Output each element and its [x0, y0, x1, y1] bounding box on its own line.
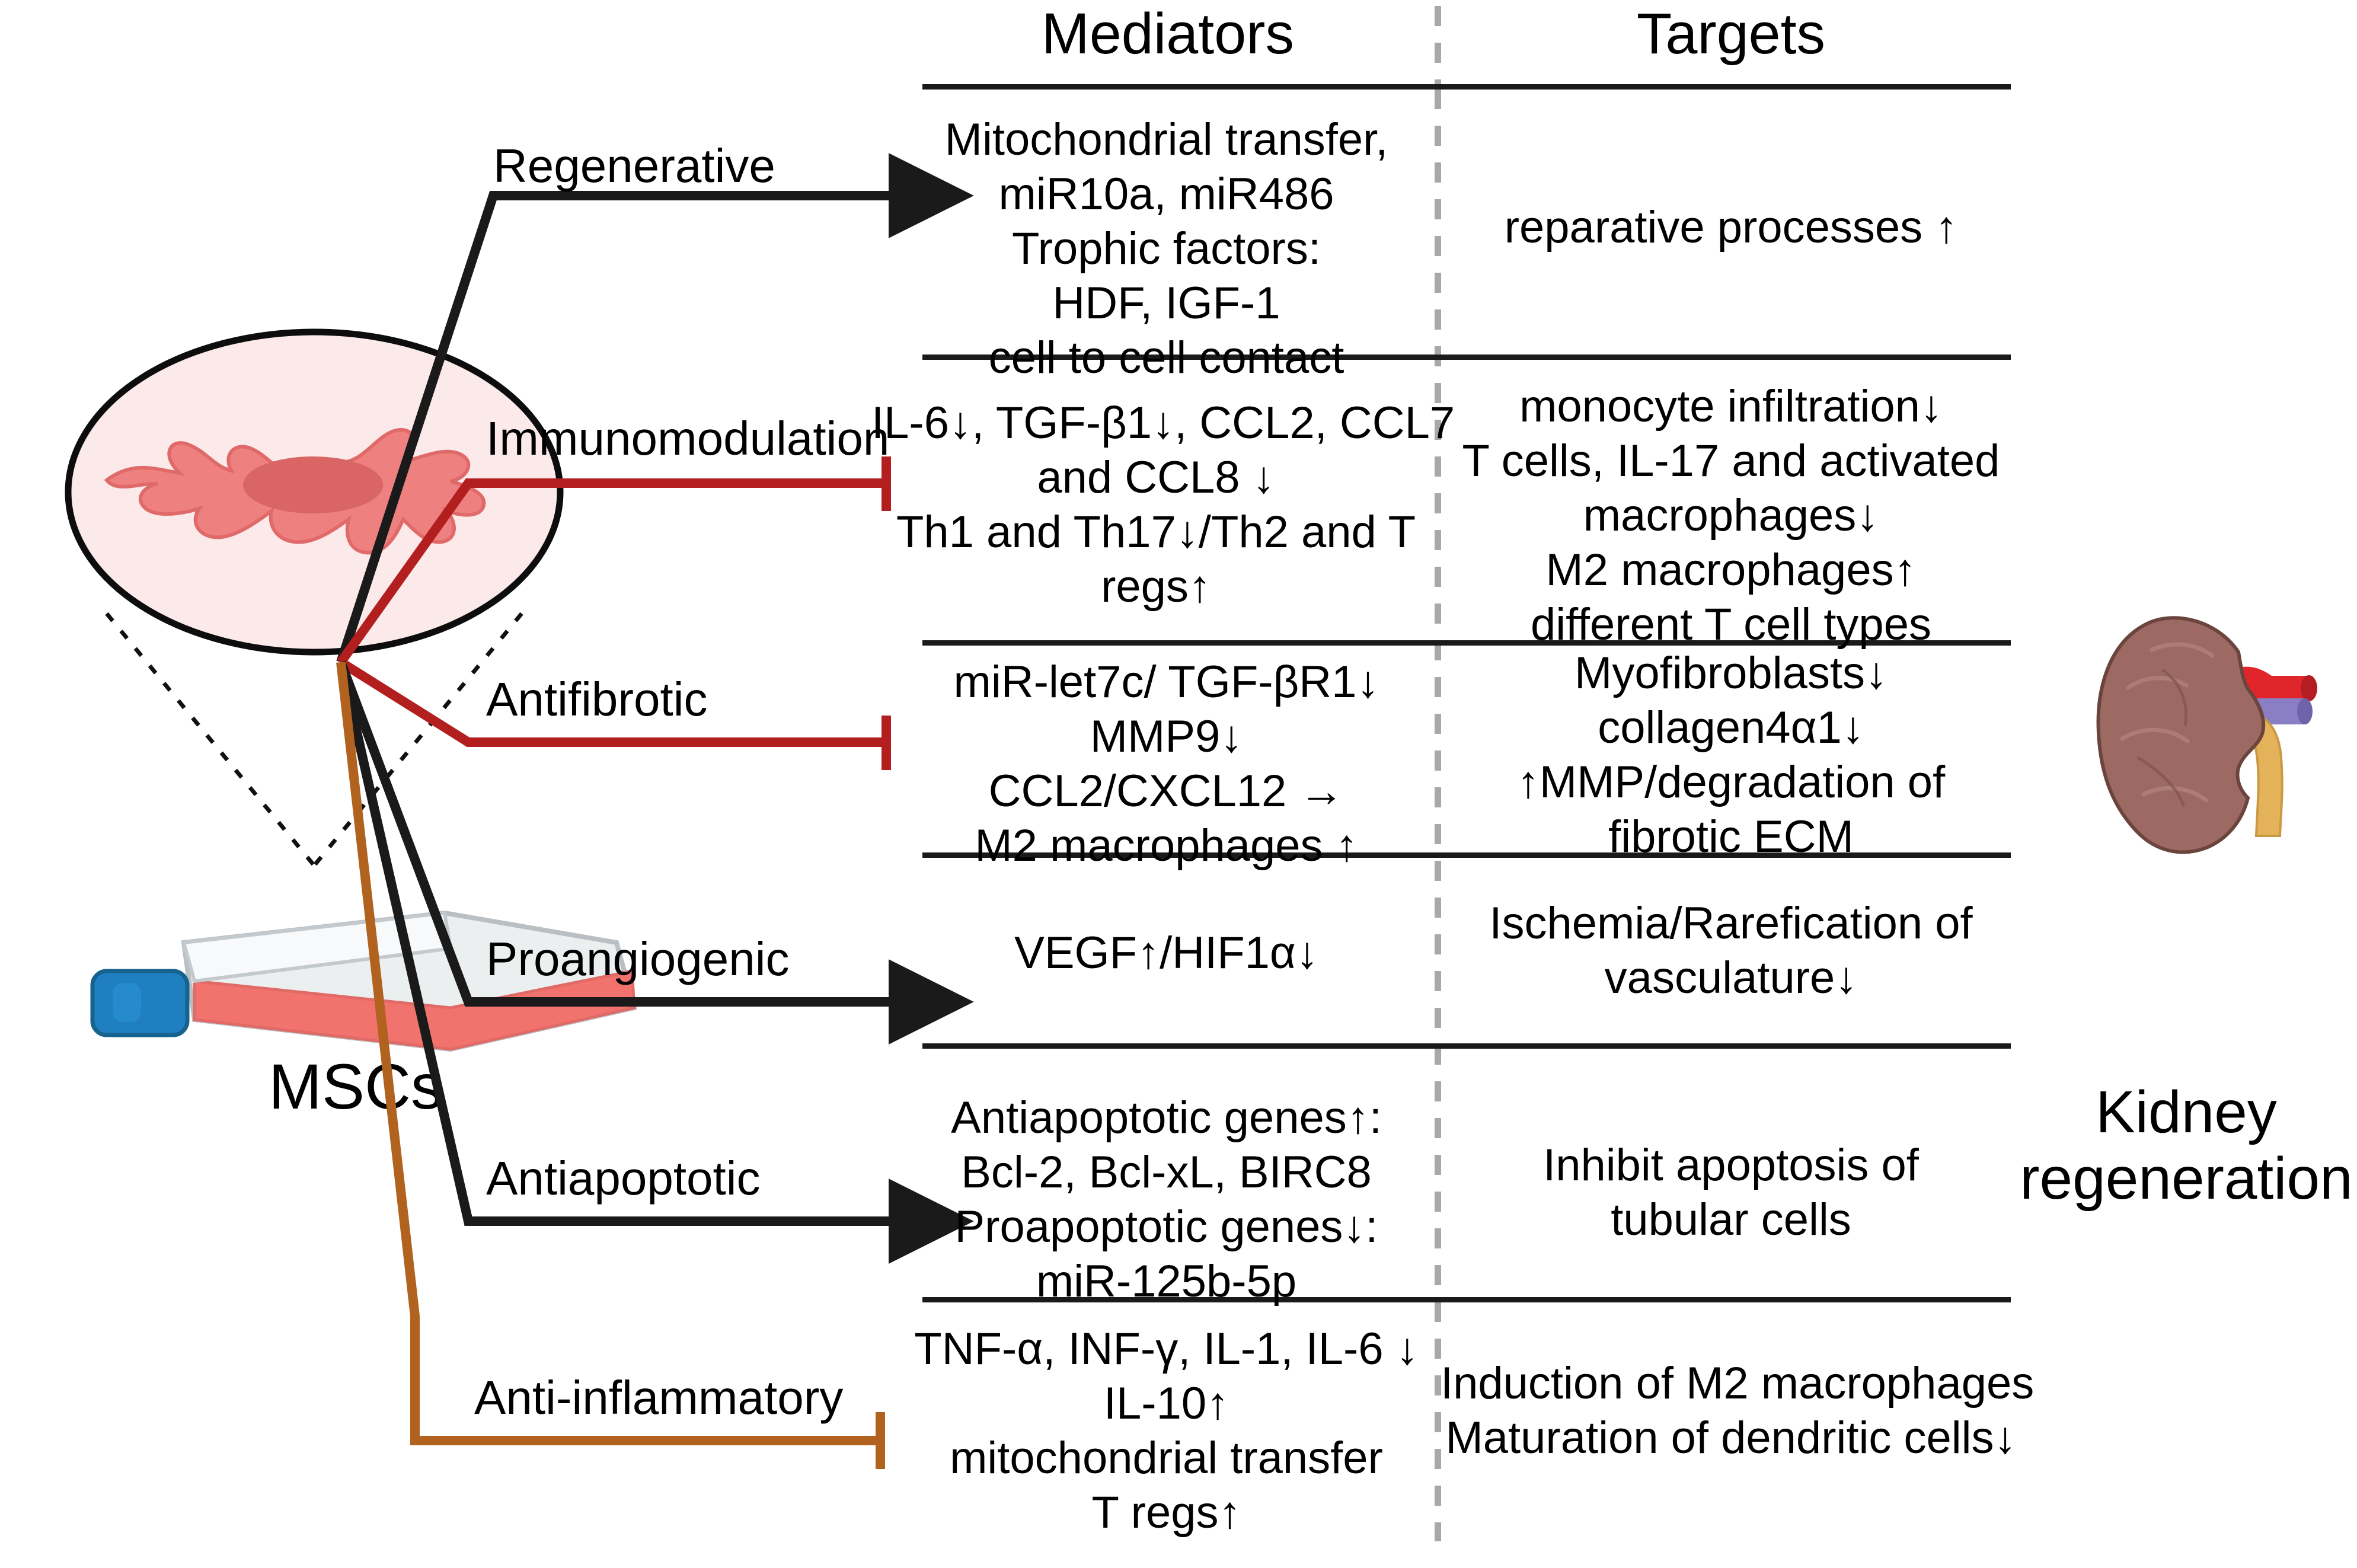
text-line: Trophic factors: [1012, 223, 1321, 274]
text-line: IL-10↑ [1103, 1378, 1229, 1429]
text-line: VEGF↑/HIF1α↓ [1014, 928, 1318, 978]
kidney-label-line1: Kidney [2096, 1079, 2277, 1145]
text-line: and CCL8 ↓ [1037, 452, 1275, 503]
text-line: cell to cell contact [988, 332, 1344, 383]
connector-proangiogenic [336, 660, 974, 1045]
mediators-cell: TNF-α, INF-γ, IL-1, IL-6 ↓IL-10↑mitochon… [898, 1322, 1435, 1540]
branch-label-immunomodulation: Immunomodulation [486, 412, 890, 465]
text-line: Inhibit apoptosis of [1543, 1140, 1919, 1190]
branch-label-antifibrotic: Antifibrotic [486, 673, 708, 726]
text-line: regs↑ [1101, 561, 1211, 612]
kidney-label-line2: regeneration [2020, 1145, 2353, 1212]
msc-label: MSCs [269, 1050, 443, 1122]
text-line: M2 macrophages↑ [1545, 544, 1917, 595]
connector-immunomodulation [337, 456, 891, 665]
text-line: Myofibroblasts↓ [1574, 648, 1887, 698]
kidney-regeneration-label: Kidney regeneration [2016, 1079, 2357, 1212]
column-header-mediators: Mediators [1042, 1, 1294, 66]
projection-lines [105, 612, 523, 867]
mediators-cell: Antiapoptotic genes↑:Bcl-2, Bcl-xL, BIRC… [898, 1091, 1435, 1309]
mediators-cell: VEGF↑/HIF1α↓ [898, 926, 1435, 981]
text-line: mitochondrial transfer [950, 1432, 1383, 1483]
text-line: T regs↑ [1091, 1487, 1241, 1538]
text-line: reparative processes ↑ [1504, 202, 1958, 253]
text-line: monocyte infiltration↓ [1519, 381, 1943, 432]
text-line: fibrotic ECM [1608, 811, 1854, 862]
column-divider-head [1435, 6, 1441, 84]
text-line: TNF-α, INF-γ, IL-1, IL-6 ↓ [914, 1324, 1419, 1374]
text-line: macrophages↓ [1583, 490, 1879, 541]
column-header-targets: Targets [1636, 1, 1826, 66]
culture-flask [90, 910, 637, 1052]
text-line: Antiapoptotic genes↑: [951, 1093, 1382, 1143]
branch-label-regenerative: Regenerative [493, 139, 775, 192]
branch-label-proangiogenic: Proangiogenic [486, 933, 790, 985]
targets-cell: reparative processes ↑ [1446, 200, 2016, 255]
connector-anti-inflammatory [336, 662, 885, 1469]
branch-label-antiapoptotic: Antiapoptotic [486, 1152, 761, 1205]
text-line: HDF, IGF-1 [1052, 277, 1280, 328]
text-line: Bcl-2, Bcl-xL, BIRC8 [961, 1147, 1372, 1197]
rule-r1-r2 [922, 355, 2011, 360]
text-line: M2 macrophages ↑ [975, 820, 1358, 871]
text-line: collagen4α1↓ [1598, 702, 1864, 753]
connector-antifibrotic [338, 658, 891, 770]
text-line: miR-125b-5p [1036, 1256, 1297, 1307]
rule-top [922, 84, 2011, 90]
text-line: CCL2/CXCL12 → [988, 765, 1344, 816]
text-line: vasculature↓ [1604, 952, 1858, 1003]
kidney-illustration [2096, 616, 2317, 854]
rule-r3-r4 [922, 852, 2011, 858]
targets-cell: Myofibroblasts↓collagen4α1↓↑MMP/degradat… [1446, 646, 2016, 864]
text-line: Proapoptotic genes↓: [954, 1201, 1378, 1252]
branch-label-anti-inflammatory: Anti-inflammatory [474, 1371, 844, 1424]
text-line: Th1 and Th17↓/Th2 and T [896, 506, 1416, 557]
rule-r4-r5 [922, 1043, 2011, 1049]
text-line: Induction of M2 macrophages [1441, 1358, 2035, 1409]
text-line: ↑MMP/degradation of [1516, 756, 1946, 807]
text-line: tubular cells [1611, 1194, 1851, 1245]
text-line: T cells, IL-17 and activated [1462, 435, 2000, 486]
mediators-cell: miR-let7c/ TGF-βR1↓MMP9↓CCL2/CXCL12 →M2 … [898, 655, 1435, 873]
connector-antiapoptotic [336, 661, 974, 1264]
text-line: miR10a, miR486 [998, 168, 1334, 219]
connector-regenerative [336, 153, 974, 664]
text-line: miR-let7c/ TGF-βR1↓ [953, 657, 1379, 707]
column-divider [1435, 89, 1441, 1541]
text-line: MMP9↓ [1090, 711, 1243, 762]
rule-r2-r3 [922, 640, 2011, 646]
text-line: Maturation of dendritic cells↓ [1445, 1412, 2017, 1463]
targets-cell: monocyte infiltration↓T cells, IL-17 and… [1446, 379, 2016, 652]
text-line: IL-6↓, TGF-β1↓, CCL2, CCL7 [871, 398, 1455, 448]
msc-illustration [65, 328, 637, 1052]
text-line: different T cell types [1531, 599, 1931, 650]
rule-r5-r6 [922, 1297, 2011, 1302]
text-line: Ischemia/Rarefication of [1489, 898, 1973, 949]
text-line: Mitochondrial transfer, [944, 114, 1388, 165]
